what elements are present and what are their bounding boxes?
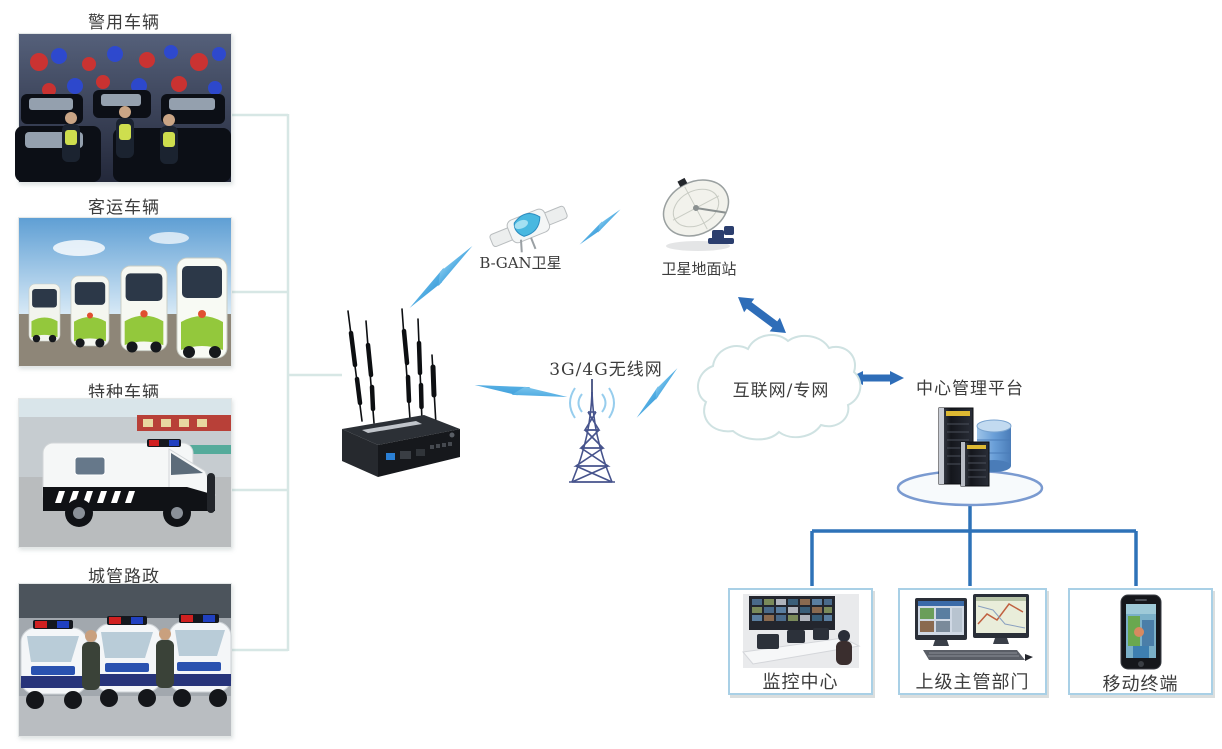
ground-station-label: 卫星地面站 bbox=[661, 260, 737, 278]
dual-monitor-icon bbox=[900, 590, 1045, 668]
cloud-label: 互联网/专网 bbox=[732, 381, 830, 401]
server-tower-small bbox=[960, 441, 990, 487]
platform-label: 中心管理平台 bbox=[916, 379, 1024, 399]
cell-tower-icon bbox=[564, 376, 620, 490]
satellite-label: B-GAN卫星 bbox=[479, 254, 562, 272]
vehicle-link-lines bbox=[228, 113, 342, 652]
satellite-dish-icon bbox=[654, 174, 748, 254]
left-monitor bbox=[914, 598, 967, 646]
terminal-label: 监控中心 bbox=[762, 672, 839, 693]
cloud-platform-arrow bbox=[849, 371, 904, 385]
special-van-photo bbox=[18, 398, 232, 548]
vehicle-group-label: 警用车辆 bbox=[88, 13, 160, 33]
vehicle-group-label: 客运车辆 bbox=[88, 198, 160, 218]
officer-figures bbox=[82, 628, 174, 690]
wireless-network-label: 3G/4G无线网 bbox=[549, 360, 663, 380]
terminal-label: 上级主管部门 bbox=[915, 672, 1030, 693]
satellite-icon bbox=[486, 196, 570, 254]
vehicle-router-icon bbox=[336, 303, 464, 479]
patrol-carts bbox=[20, 614, 232, 709]
vehicle-group-label: 城管路政 bbox=[88, 567, 160, 587]
buses-photo bbox=[18, 217, 232, 367]
right-monitor bbox=[972, 594, 1029, 644]
officer-figures bbox=[62, 106, 178, 164]
police-cars-photo bbox=[15, 33, 232, 183]
monitor-wall-photo bbox=[730, 590, 871, 668]
terminal-box-mobile: 移动终端 bbox=[1068, 588, 1213, 695]
smartphone-icon bbox=[1070, 590, 1211, 670]
terminal-box-monitoring-center: 监控中心 bbox=[728, 588, 873, 695]
terminal-label: 移动终端 bbox=[1102, 674, 1179, 695]
terminal-box-supervisor-dept: 上级主管部门 bbox=[898, 588, 1047, 695]
patrol-carts-photo bbox=[18, 583, 232, 737]
ground-station-cloud-arrow bbox=[738, 297, 786, 333]
special-van bbox=[42, 439, 216, 527]
server-platform-icon bbox=[893, 396, 1073, 508]
bus-row bbox=[28, 257, 228, 359]
cloud-icon bbox=[697, 334, 862, 441]
